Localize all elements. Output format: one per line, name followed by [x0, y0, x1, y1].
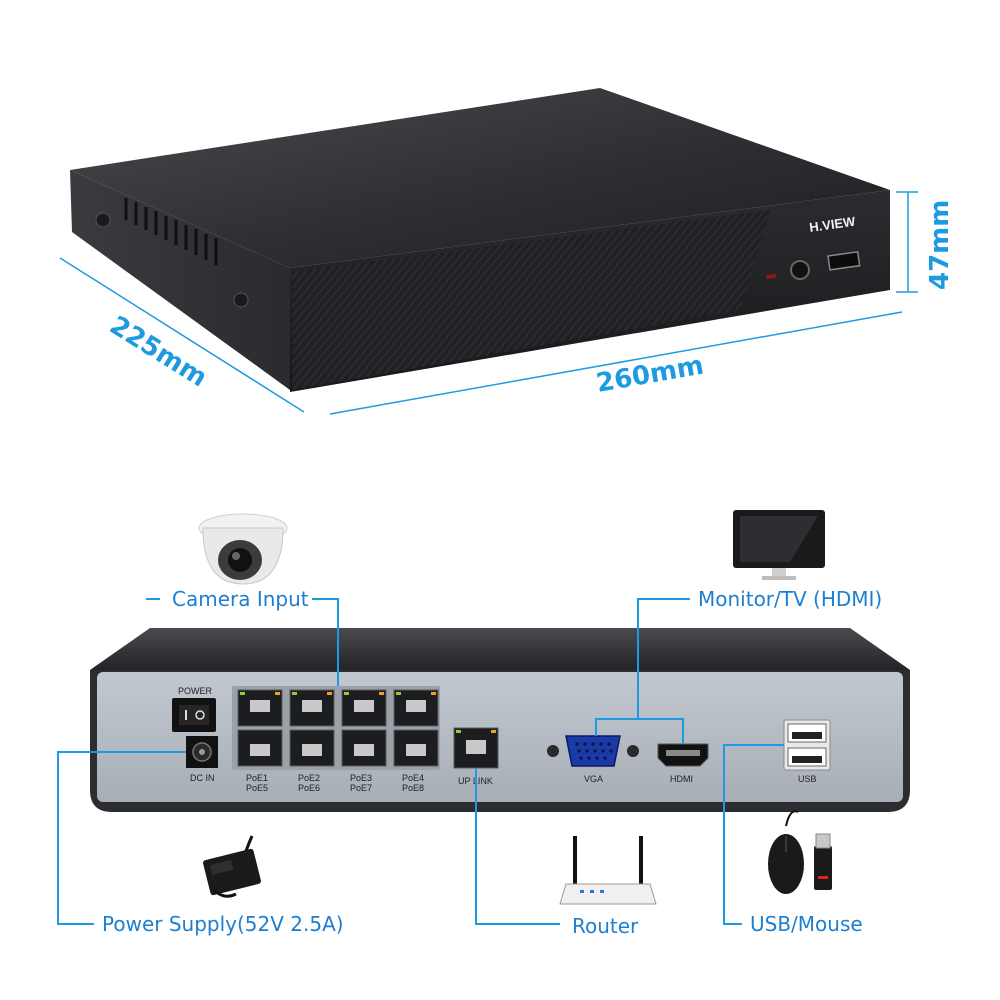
side-vents	[124, 198, 218, 265]
poe-port-block	[232, 686, 440, 770]
nvr-3d-view: H.VIEW 225mm 260mm 47mm	[59, 88, 955, 415]
mouse-icon	[768, 810, 804, 894]
monitor-connector	[637, 598, 690, 719]
dome-camera-icon	[198, 513, 288, 585]
width-dimension-line	[329, 311, 903, 415]
camera-input-label: Camera Input	[172, 587, 309, 611]
width-label: 260mm	[594, 351, 706, 399]
poe-label-4-top: PoE4	[402, 773, 424, 783]
power-switch-label: POWER	[178, 686, 213, 696]
poe-label-4-bottom: PoE8	[402, 783, 424, 793]
side-screw-1	[95, 212, 111, 228]
monitor-label: Monitor/TV (HDMI)	[698, 587, 882, 611]
poe-label-3-top: PoE3	[350, 773, 372, 783]
poe-label-2-bottom: PoE6	[298, 783, 320, 793]
height-label: 47mm	[925, 200, 955, 290]
usb-stick-icon	[814, 833, 832, 890]
usb-mouse-label: USB/Mouse	[750, 912, 863, 936]
connector-lines	[57, 598, 784, 925]
power-connector	[57, 751, 186, 925]
hdmi-label: HDMI	[670, 774, 693, 784]
usb-label: USB	[798, 774, 817, 784]
poe-label-3-bottom: PoE7	[350, 783, 372, 793]
dc-in-label: DC IN	[190, 773, 215, 783]
router-connector	[475, 768, 560, 925]
device-side-face	[70, 170, 290, 390]
vga-label: VGA	[584, 774, 603, 784]
device-top-face	[70, 88, 890, 268]
poe-label-1-bottom: PoE5	[246, 783, 268, 793]
usb-connector	[723, 744, 784, 925]
poe-label-1-top: PoE1	[246, 773, 268, 783]
poe-label-2-top: PoE2	[298, 773, 320, 783]
power-adapter-icon	[203, 835, 261, 898]
nvr-rear-view: POWER DC IN	[90, 628, 910, 812]
poe-ports	[237, 689, 439, 767]
front-stripe-panel	[292, 210, 770, 390]
monitor-icon	[733, 510, 825, 580]
front-audio-jack	[790, 260, 810, 280]
depth-dimension-line	[59, 257, 305, 413]
rear-device-top	[90, 628, 910, 670]
power-supply-label: Power Supply(52V 2.5A)	[102, 912, 344, 936]
router-label: Router	[572, 914, 639, 938]
power-led-indicator	[766, 273, 777, 279]
depth-label: 225mm	[104, 310, 212, 393]
camera-connector	[312, 598, 339, 686]
side-screw-2	[233, 292, 249, 308]
brand-logo: H.VIEW	[808, 214, 857, 235]
front-usb-port	[827, 250, 861, 271]
router-icon	[559, 836, 657, 905]
